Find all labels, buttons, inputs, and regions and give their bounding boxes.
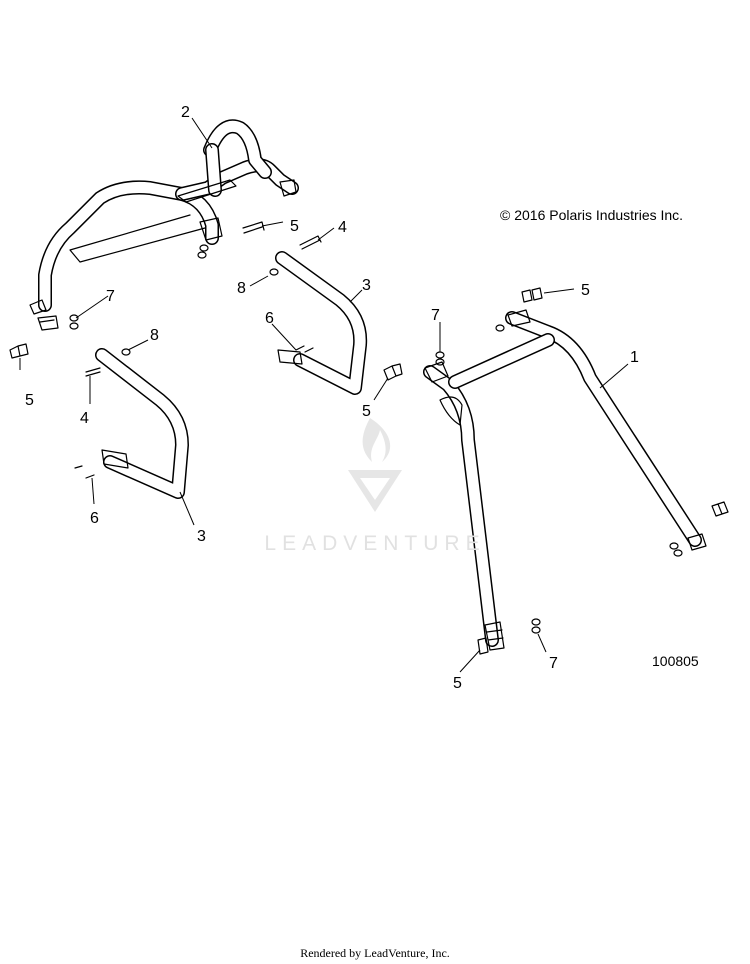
callout-1: 1 — [630, 349, 639, 366]
callout-5-bottom: 5 — [453, 675, 462, 692]
part-2-rear-frame — [29, 119, 299, 331]
callout-7-left: 7 — [106, 288, 115, 305]
callout-5-top: 5 — [290, 218, 299, 235]
callout-2: 2 — [181, 104, 190, 121]
watermark-text: LEADVENTURE — [264, 532, 486, 555]
watermark-logo-icon — [348, 418, 402, 512]
callout-3-lower: 3 — [197, 528, 206, 545]
callout-8-lower: 8 — [150, 327, 159, 344]
callout-6-lower: 6 — [90, 510, 99, 527]
callout-4-upper: 4 — [338, 219, 347, 236]
callout-5-middle: 5 — [362, 403, 371, 420]
copyright-notice: © 2016 Polaris Industries Inc. — [500, 207, 684, 223]
callout-6-upper: 6 — [265, 310, 274, 327]
part-3-side-bar-upper — [275, 251, 368, 395]
leader-lines — [19, 117, 629, 673]
callout-8-upper: 8 — [237, 280, 246, 297]
footer-credit: Rendered by LeadVenture, Inc. — [300, 946, 450, 960]
callout-7-right-top: 7 — [431, 307, 440, 324]
callout-4-lower: 4 — [80, 410, 89, 427]
callout-5-right-top: 5 — [581, 282, 590, 299]
part-3-side-bar-lower — [95, 348, 189, 499]
callouts: 1 2 3 3 4 4 5 5 5 5 5 6 6 7 7 7 8 8 — [25, 104, 639, 692]
part-1-front-frame — [423, 309, 707, 651]
drawing-number: 100805 — [652, 653, 699, 669]
callout-7-bottom: 7 — [549, 655, 558, 672]
callout-5-left: 5 — [25, 392, 34, 409]
callout-3-upper: 3 — [362, 277, 371, 294]
hardware-fasteners — [9, 221, 729, 655]
